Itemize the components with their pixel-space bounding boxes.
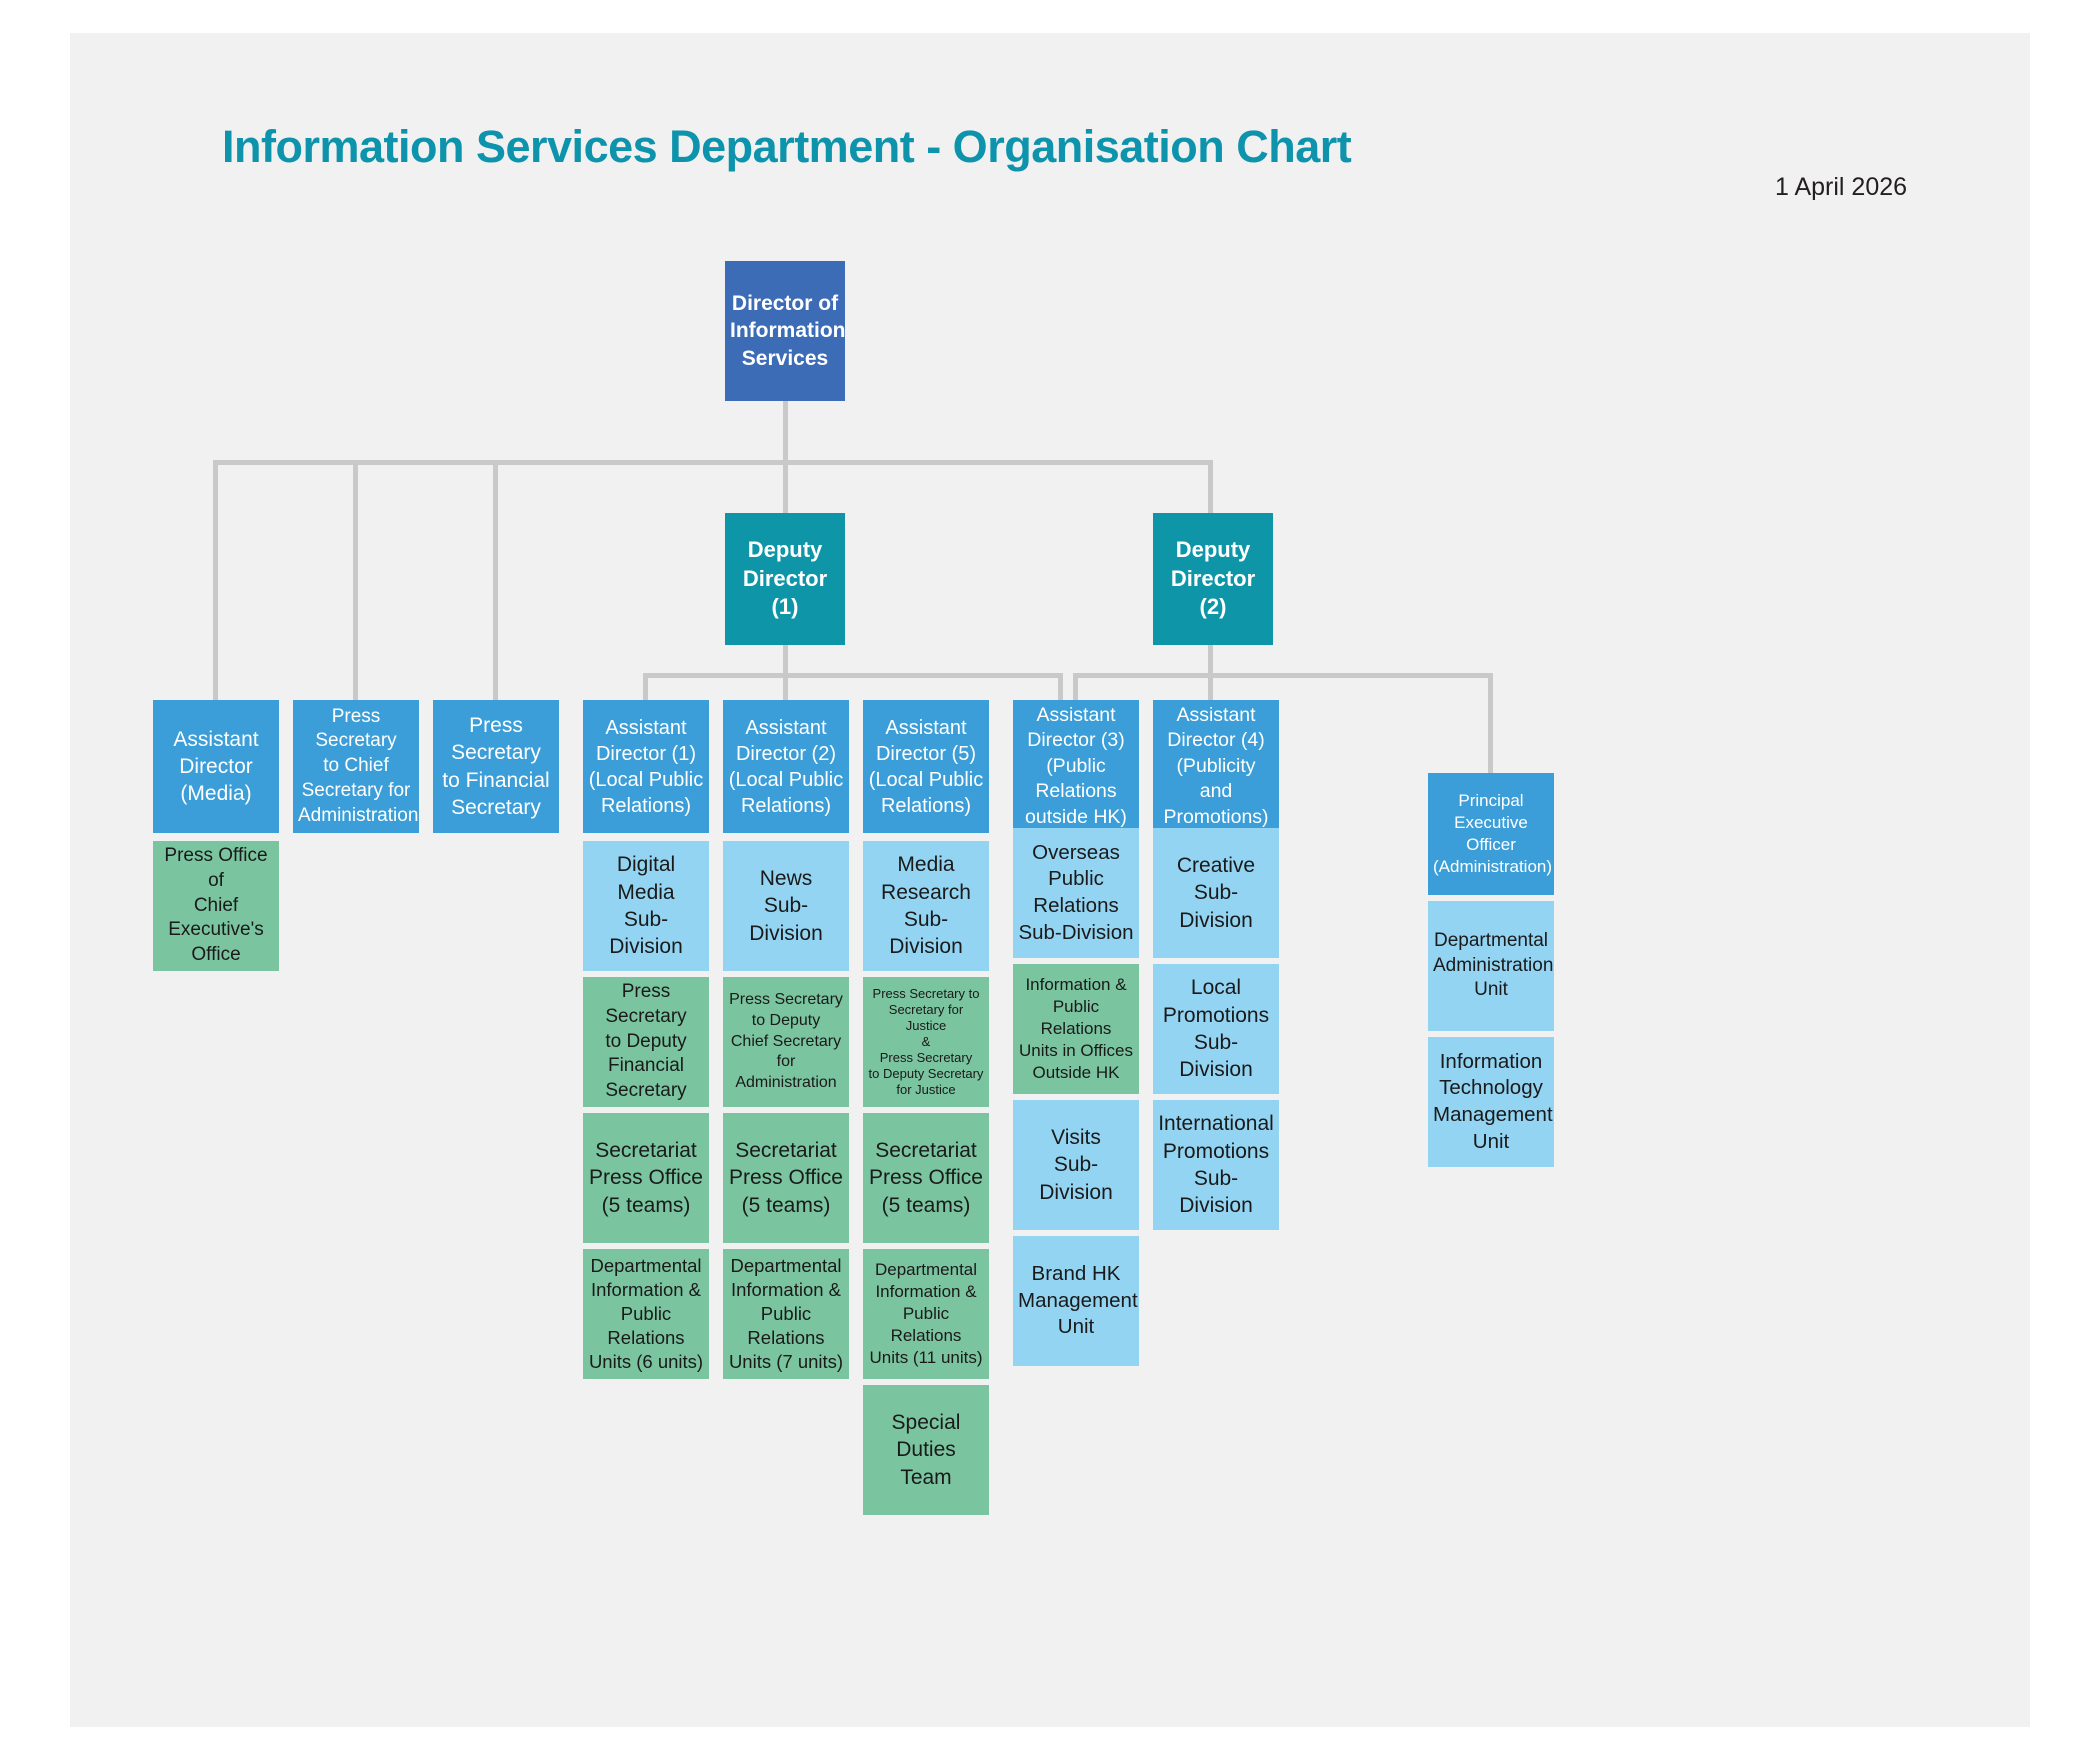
connector-dd1-bus xyxy=(643,673,1063,678)
connector-drop-ad2 xyxy=(783,673,788,700)
page-title: Information Services Department - Organi… xyxy=(222,121,1352,172)
connector-drop-dd2 xyxy=(1208,460,1213,513)
chart-stage: Information Services Department - Organi… xyxy=(70,33,2030,1727)
chart-canvas: Information Services Department - Organi… xyxy=(70,33,2030,1727)
node-deputy-director-1[interactable]: Deputy Director(1) xyxy=(725,513,845,645)
connector-drop-ps-cs xyxy=(353,460,358,700)
connector-drop-ad5 xyxy=(1058,673,1063,700)
connector-drop-ad4 xyxy=(1208,673,1213,700)
connector-drop-ad3 xyxy=(1073,673,1078,700)
node-deputy-director-1-label: Deputy Director(1) xyxy=(742,537,828,620)
connector-director-stem xyxy=(783,401,788,460)
connector-dd1-stem xyxy=(783,645,788,700)
chart-date: 1 April 2026 xyxy=(1775,173,1908,201)
connector-drop-ad-media xyxy=(213,460,218,700)
connector-drop-dd1 xyxy=(783,460,788,513)
connector-dd2-stem xyxy=(1208,645,1213,700)
node-deputy-director-2-label: Deputy Director(2) xyxy=(1170,537,1256,620)
connector-drop-peo xyxy=(1488,673,1493,773)
connector-drop-ad1 xyxy=(643,673,648,700)
connector-dd2-bus xyxy=(1073,673,1493,678)
node-deputy-director-2[interactable]: Deputy Director(2) xyxy=(1153,513,1273,645)
connector-director-bus xyxy=(213,460,1213,465)
connector-drop-ps-fs xyxy=(493,460,498,700)
